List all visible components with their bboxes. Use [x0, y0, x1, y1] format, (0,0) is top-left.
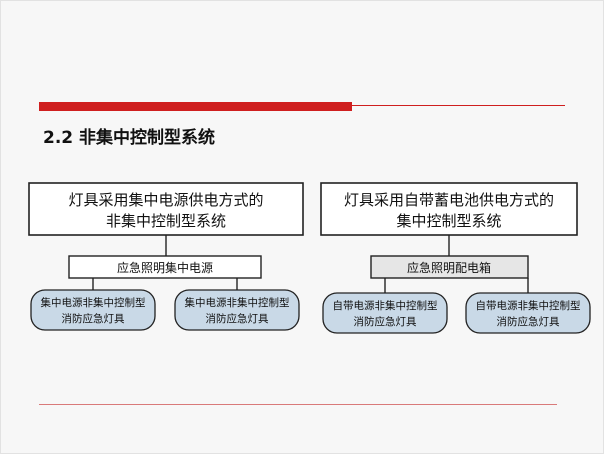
- left-power-box: [68, 255, 262, 279]
- slide-title: 2.2 非集中控制型系统: [43, 128, 216, 148]
- left-heading-line2: 非集中控制型系统: [106, 212, 226, 230]
- header-accent-line: [352, 105, 565, 106]
- left-fixture-2-line1: 集中电源非集中控制型: [185, 296, 290, 309]
- right-fixture-2-box: [465, 292, 591, 334]
- left-fixture-2-box: [174, 289, 300, 331]
- left-heading-box: [28, 182, 304, 236]
- right-heading-line1: 灯具采用自带蓄电池供电方式的: [344, 191, 554, 209]
- left-power-label: 应急照明集中电源: [117, 260, 213, 275]
- left-fixture-1-box: [30, 289, 156, 331]
- right-heading-line2: 集中控制型系统: [396, 212, 501, 230]
- left-fixture-1-line1: 集中电源非集中控制型: [41, 296, 146, 309]
- right-power-box: [370, 255, 529, 279]
- right-fixture-1-line2: 消防应急灯具: [354, 315, 417, 328]
- right-fixture-1-box: [322, 292, 448, 334]
- left-fixture-1-line2: 消防应急灯具: [62, 312, 125, 325]
- right-fixture-1-line1: 自带电源非集中控制型: [333, 299, 438, 312]
- right-system: 灯具采用自带蓄电池供电方式的 集中控制型系统 应急照明配电箱 自带电源非集中控制…: [320, 182, 591, 334]
- left-system: 灯具采用集中电源供电方式的 非集中控制型系统 应急照明集中电源 集中电源非集中控…: [28, 182, 304, 331]
- right-fixture-2-line2: 消防应急灯具: [497, 315, 560, 328]
- header-accent-bar: [39, 102, 352, 111]
- footer-accent-line: [39, 404, 557, 405]
- right-power-label: 应急照明配电箱: [407, 260, 491, 275]
- left-heading-line1: 灯具采用集中电源供电方式的: [68, 191, 263, 209]
- right-fixture-2-line1: 自带电源非集中控制型: [476, 299, 581, 312]
- left-fixture-2-line2: 消防应急灯具: [206, 312, 269, 325]
